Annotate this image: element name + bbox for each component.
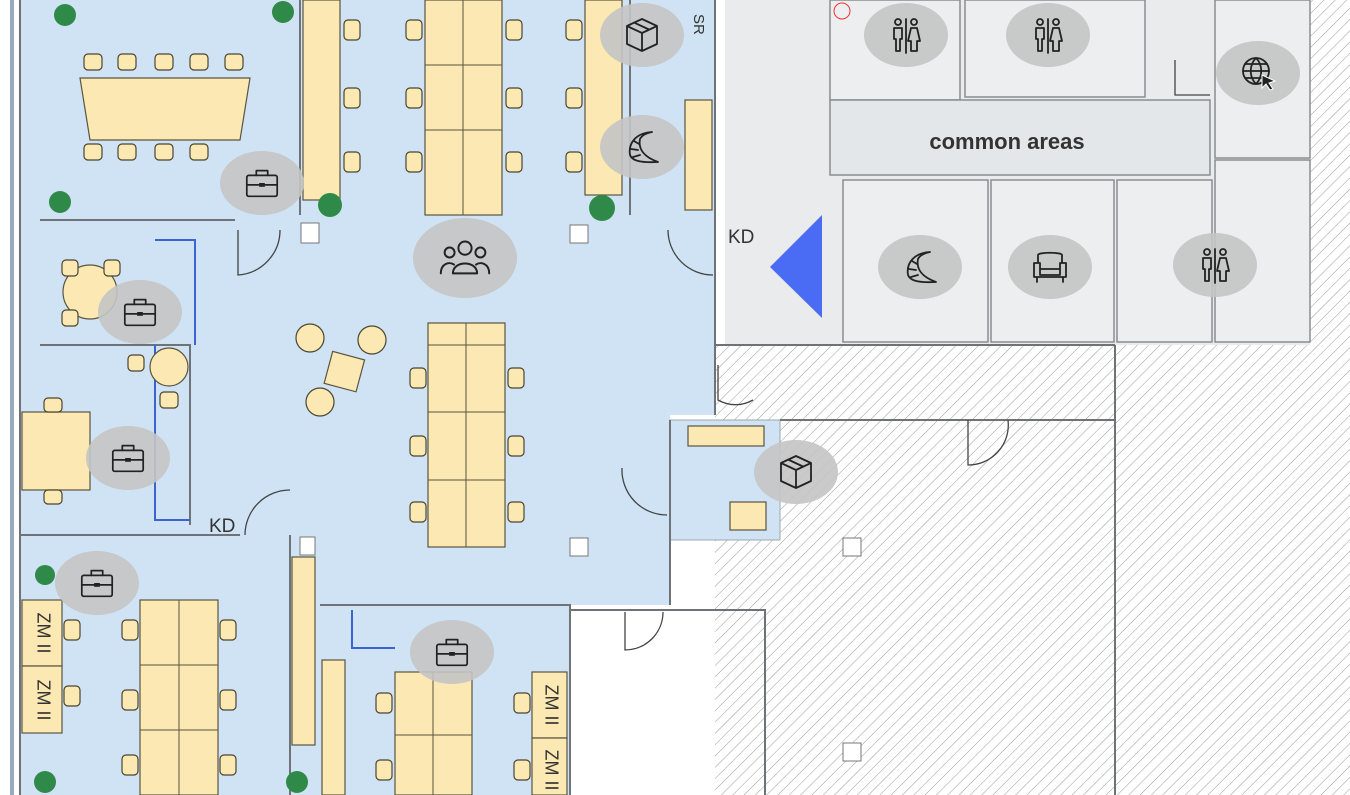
conference-table: [79, 77, 251, 141]
room-code-kd: KD: [209, 516, 235, 537]
package-icon[interactable]: [600, 3, 684, 67]
croissant-icon[interactable]: [878, 235, 962, 299]
briefcase-icon[interactable]: [98, 280, 182, 344]
room-code-sr: SR: [690, 14, 707, 35]
unavailable-area: [1310, 0, 1350, 345]
doors: [237, 60, 1210, 651]
chairs: [43, 19, 583, 781]
armchair-icon[interactable]: [1008, 235, 1092, 299]
glass-partitions: [154, 239, 395, 649]
walls: [10, 0, 1116, 795]
desk-label: ZM II: [541, 685, 561, 726]
unavailable-area: [715, 345, 1350, 795]
desk-label: ZM II: [33, 680, 53, 721]
people-icon[interactable]: [413, 218, 517, 298]
briefcase-icon[interactable]: [220, 151, 304, 215]
entrance-marker: [770, 215, 822, 318]
restroom-icon[interactable]: [1173, 233, 1257, 297]
desk-label: ZM II: [33, 613, 53, 654]
common-areas-label: common areas: [929, 129, 1084, 154]
briefcase-icon[interactable]: [55, 551, 139, 615]
globe-cursor-icon[interactable]: [1216, 41, 1300, 105]
croissant-icon[interactable]: [600, 115, 684, 179]
briefcase-icon[interactable]: [86, 426, 170, 490]
office-area: [20, 0, 715, 795]
columns: [299, 2, 862, 762]
desk-label: ZM II: [541, 750, 561, 791]
briefcase-icon[interactable]: [410, 620, 494, 684]
room-code-kd: KD: [728, 227, 754, 248]
icon-badges: [55, 3, 1300, 684]
restroom-icon[interactable]: [1006, 3, 1090, 67]
package-icon[interactable]: [754, 440, 838, 504]
restroom-icon[interactable]: [864, 3, 948, 67]
plants: [34, 1, 615, 793]
